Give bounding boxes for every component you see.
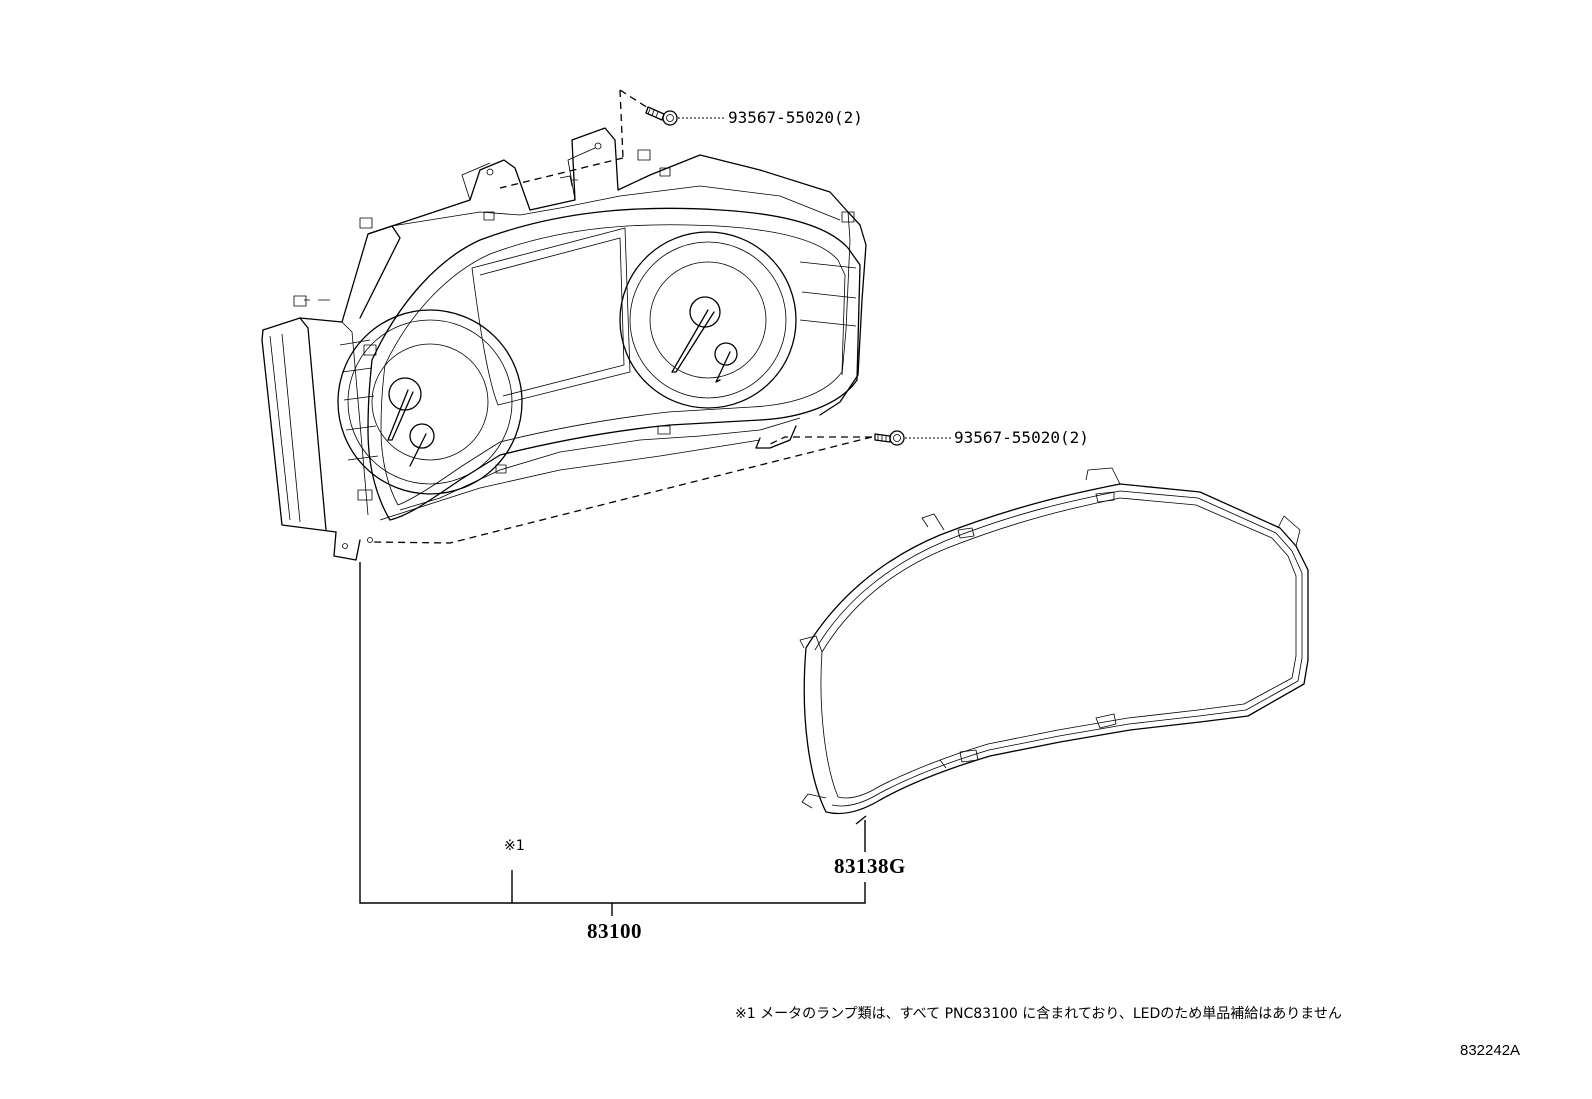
combination-meter-illustration <box>261 127 867 561</box>
diagram-reference-number: 832242A <box>1460 1042 1521 1059</box>
screw-lower-icon <box>874 430 905 446</box>
part-number-lens: 83138G <box>834 854 906 878</box>
install-line-upper <box>499 89 649 189</box>
part-number-bolt-lower: 93567-55020(2) <box>954 428 1089 447</box>
note-marker: ※1 <box>504 838 525 854</box>
screw-upper-icon <box>645 106 678 126</box>
bracket-meter-assembly <box>359 562 866 904</box>
meter-glass-illustration <box>799 467 1309 815</box>
leader-lens <box>855 815 867 852</box>
part-number-bolt-upper: 93567-55020(2) <box>728 108 863 127</box>
footnote: ※1 メータのランプ類は、すべて PNC83100 に含まれており、LEDのため… <box>735 1006 1342 1022</box>
part-number-meter-assembly: 83100 <box>587 919 642 943</box>
install-line-lower <box>371 436 873 544</box>
